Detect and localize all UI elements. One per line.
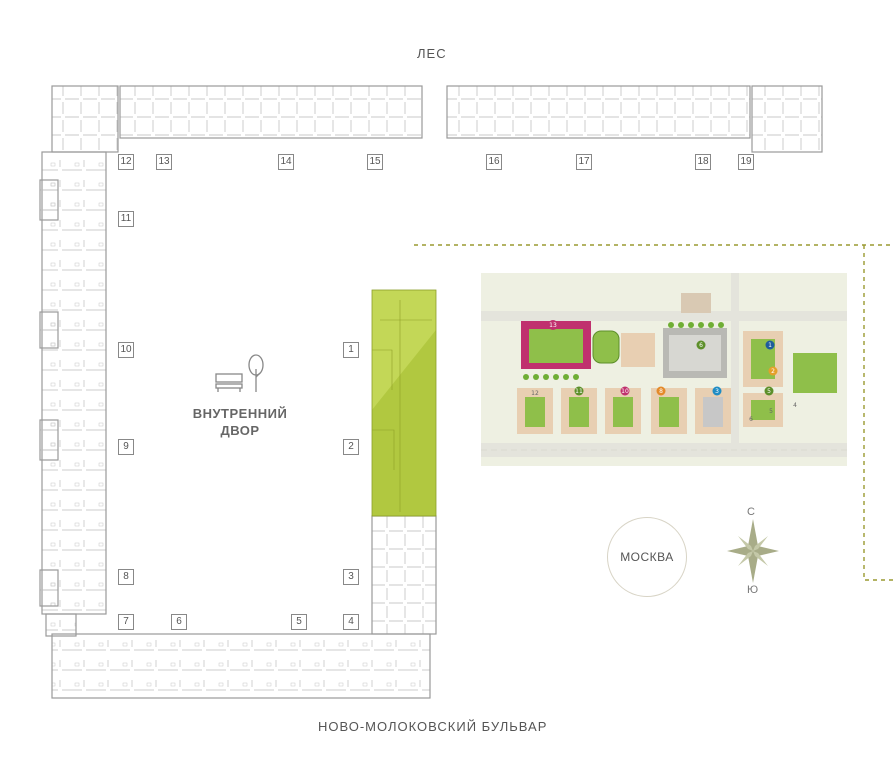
- svg-text:2: 2: [771, 368, 775, 375]
- compass-north-label: С: [747, 506, 755, 518]
- section-12[interactable]: 12: [118, 154, 134, 170]
- building-bottom: [45, 613, 431, 699]
- section-10[interactable]: 10: [118, 342, 134, 358]
- building-top-right: [446, 85, 823, 153]
- svg-text:6: 6: [699, 342, 703, 349]
- highlighted-block[interactable]: [371, 289, 437, 517]
- svg-text:5: 5: [769, 408, 773, 415]
- section-6[interactable]: 6: [171, 614, 187, 630]
- section-2[interactable]: 2: [343, 439, 359, 455]
- building-top-left: [51, 85, 423, 153]
- svg-text:10: 10: [621, 388, 629, 395]
- svg-text:5: 5: [767, 388, 771, 395]
- site-overview-map[interactable]: 13 6 1 2 3 5 11 10 8 12 6 4 5: [481, 273, 847, 466]
- section-16[interactable]: 16: [486, 154, 502, 170]
- section-17[interactable]: 17: [576, 154, 592, 170]
- section-1[interactable]: 1: [343, 342, 359, 358]
- building-left: [39, 151, 107, 615]
- svg-text:1: 1: [768, 342, 772, 349]
- section-7[interactable]: 7: [118, 614, 134, 630]
- section-18[interactable]: 18: [695, 154, 711, 170]
- compass-rose-icon: [727, 519, 779, 583]
- courtyard-label-line2: ДВОР: [220, 423, 260, 438]
- svg-text:3: 3: [715, 388, 719, 395]
- svg-text:13: 13: [549, 322, 557, 329]
- section-13[interactable]: 13: [156, 154, 172, 170]
- svg-text:12: 12: [531, 390, 539, 397]
- compass-south-label: Ю: [747, 584, 759, 596]
- svg-text:11: 11: [575, 388, 583, 395]
- section-5[interactable]: 5: [291, 614, 307, 630]
- section-19[interactable]: 19: [738, 154, 754, 170]
- section-3[interactable]: 3: [343, 569, 359, 585]
- building-right: [371, 515, 437, 635]
- section-9[interactable]: 9: [118, 439, 134, 455]
- boulevard-label: НОВО-МОЛОКОВСКИЙ БУЛЬВАР: [318, 719, 548, 734]
- courtyard-label-line1: ВНУТРЕННИЙ: [192, 406, 288, 421]
- section-14[interactable]: 14: [278, 154, 294, 170]
- svg-text:6: 6: [749, 416, 753, 423]
- bench-icon: [215, 373, 243, 392]
- svg-text:8: 8: [659, 388, 663, 395]
- tree-icon: [248, 354, 264, 392]
- section-15[interactable]: 15: [367, 154, 383, 170]
- section-11[interactable]: 11: [118, 211, 134, 227]
- site-boundary-line: [414, 244, 896, 581]
- section-8[interactable]: 8: [118, 569, 134, 585]
- courtyard-label: ВНУТРЕННИЙ ДВОР: [185, 405, 295, 439]
- svg-text:4: 4: [793, 402, 797, 409]
- city-badge: МОСКВА: [607, 517, 687, 597]
- section-4[interactable]: 4: [343, 614, 359, 630]
- forest-label: ЛЕС: [417, 46, 447, 61]
